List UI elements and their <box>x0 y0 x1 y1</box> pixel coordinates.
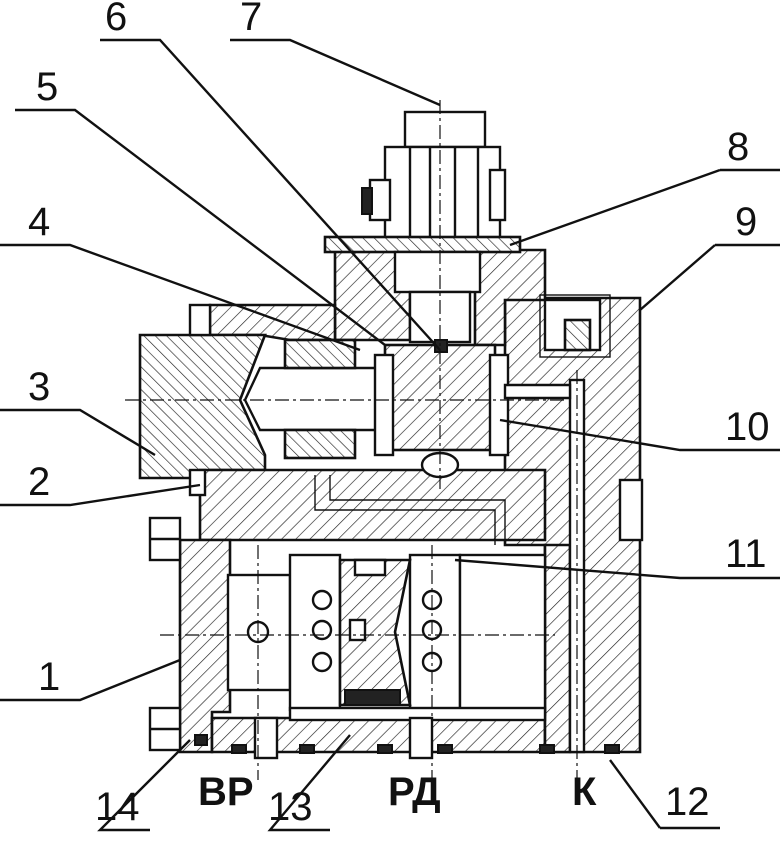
callout-12: 12 <box>665 780 710 824</box>
callout-5: 5 <box>36 65 58 109</box>
housing-body <box>138 248 642 754</box>
plug <box>539 294 611 358</box>
callout-3: 3 <box>28 365 50 409</box>
callout-10: 10 <box>725 405 770 449</box>
port-label-k: К <box>572 770 597 814</box>
lower-cavity <box>226 553 547 722</box>
callout-9: 9 <box>735 200 757 244</box>
callout-13: 13 <box>268 785 313 829</box>
callout-4: 4 <box>28 200 50 244</box>
callout-14: 14 <box>95 785 140 829</box>
callout-11: 11 <box>725 532 767 576</box>
callout-1: 1 <box>38 655 60 699</box>
callout-8: 8 <box>727 125 749 169</box>
port-labels: ВР РД К <box>198 770 597 814</box>
leader-lines <box>0 38 780 832</box>
center-lines <box>125 100 578 780</box>
callout-6: 6 <box>105 0 127 39</box>
port-label-rd: РД <box>388 770 441 814</box>
callout-7: 7 <box>240 0 262 39</box>
drive-shaft <box>243 338 510 479</box>
port-label-vr: ВР <box>198 770 254 814</box>
callout-numbers: 1 2 3 4 5 6 7 8 9 10 11 12 13 14 <box>28 0 770 829</box>
callout-2: 2 <box>28 460 50 504</box>
bolts <box>148 303 644 754</box>
motor <box>323 110 522 353</box>
